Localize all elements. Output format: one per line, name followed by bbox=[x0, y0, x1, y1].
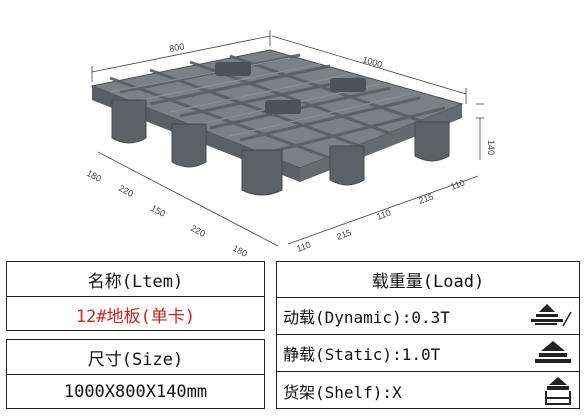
shelf-load-label: 货架(Shelf):X bbox=[283, 382, 402, 402]
load-table: 载重量(Load) 动载(Dynamic):0.3T 静载(Static):1.… bbox=[276, 261, 580, 409]
dimension-lines bbox=[91, 30, 484, 247]
front-left-dim-3: 150 bbox=[149, 203, 167, 219]
front-left-dim-2: 220 bbox=[117, 183, 135, 199]
front-left-dim-4: 220 bbox=[189, 223, 207, 239]
pallet-illustration bbox=[90, 49, 464, 196]
height-dimension-label: 140 bbox=[486, 140, 496, 155]
item-size-value: 1000X800X140mm bbox=[63, 382, 208, 402]
item-size-box: 尺寸(Size) 1000X800X140mm bbox=[6, 339, 265, 409]
load-header: 载重量(Load) bbox=[371, 272, 485, 292]
width-dimension-label: 800 bbox=[168, 41, 185, 54]
static-load-label: 静载(Static):1.0T bbox=[283, 345, 441, 364]
item-size-header: 尺寸(Size) bbox=[87, 349, 184, 370]
item-name-box: 名称(Ltem) 12#地板(单卡) bbox=[6, 261, 265, 331]
item-name-header: 名称(Ltem) bbox=[87, 271, 184, 292]
front-right-dim-2: 215 bbox=[335, 227, 353, 242]
front-right-dim-5: 110 bbox=[449, 178, 466, 192]
shelf-load-row: 货架(Shelf):X bbox=[277, 372, 579, 409]
shelf-load-icon bbox=[545, 376, 571, 405]
front-right-dim-4: 215 bbox=[417, 191, 435, 206]
length-dimension-label: 1000 bbox=[361, 54, 383, 69]
dynamic-load-label: 动载(Dynamic):0.3T bbox=[283, 308, 450, 327]
dynamic-load-row: 动载(Dynamic):0.3T bbox=[277, 298, 579, 334]
front-left-dim-1: 180 bbox=[85, 168, 103, 184]
front-right-dim-3: 110 bbox=[375, 208, 392, 222]
front-left-dim-5: 180 bbox=[231, 243, 249, 259]
front-right-dim-1: 110 bbox=[295, 240, 312, 254]
static-load-icon bbox=[535, 341, 571, 363]
item-table: 名称(Ltem) 12#地板(单卡) 尺寸(Size) 1000X800X140… bbox=[6, 261, 265, 413]
pallet-drawing: 800 1000 140 180 220 150 220 180 110 215… bbox=[85, 30, 496, 259]
item-name-value: 12#地板(单卡) bbox=[75, 306, 196, 327]
static-load-row: 静载(Static):1.0T bbox=[277, 335, 579, 371]
dynamic-load-icon bbox=[531, 304, 572, 327]
